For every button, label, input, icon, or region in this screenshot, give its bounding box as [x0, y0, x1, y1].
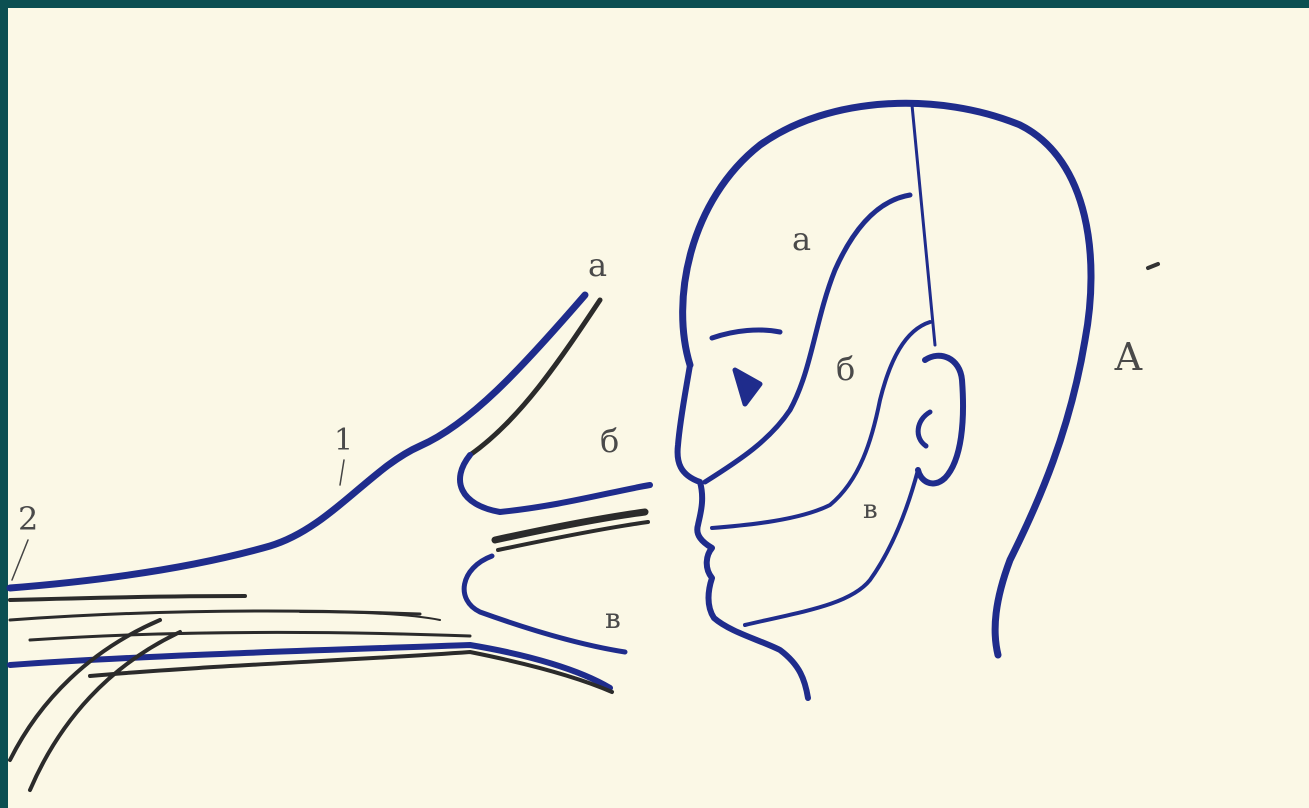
label-branch-v: в [605, 602, 621, 635]
nerve-1-upper-outline [10, 295, 585, 588]
zone-boundary-v [745, 470, 918, 625]
label-branch-a: а [588, 246, 607, 284]
label-branch-b: б [600, 422, 619, 460]
eyebrow [712, 330, 780, 338]
label-nerve-1: 1 [334, 423, 353, 458]
head-profile [678, 103, 1158, 698]
branch-v-curve [464, 556, 625, 652]
nerve-fiber-3 [30, 633, 470, 640]
zone-boundary-bv [712, 322, 930, 528]
leader-line-2 [12, 540, 28, 580]
label-zone-v: в [863, 495, 878, 525]
ear [918, 356, 963, 484]
branch-a-inner-line [470, 300, 600, 455]
label-nerve-2: 2 [18, 500, 38, 538]
nerve-fiber-1 [10, 596, 245, 600]
labels: а б в 1 2 а б в А [18, 220, 1143, 635]
eye [735, 370, 760, 404]
dot-mark [1148, 264, 1158, 268]
label-zone-a: а [792, 220, 811, 258]
label-zone-b: б [836, 350, 855, 388]
leader-line-1 [340, 460, 344, 485]
branch-b-upper-line [460, 455, 650, 512]
label-head-A: А [1114, 335, 1143, 379]
nerve-trunk [10, 295, 650, 790]
ear-inner [918, 412, 930, 446]
vertical-divider [912, 105, 935, 345]
